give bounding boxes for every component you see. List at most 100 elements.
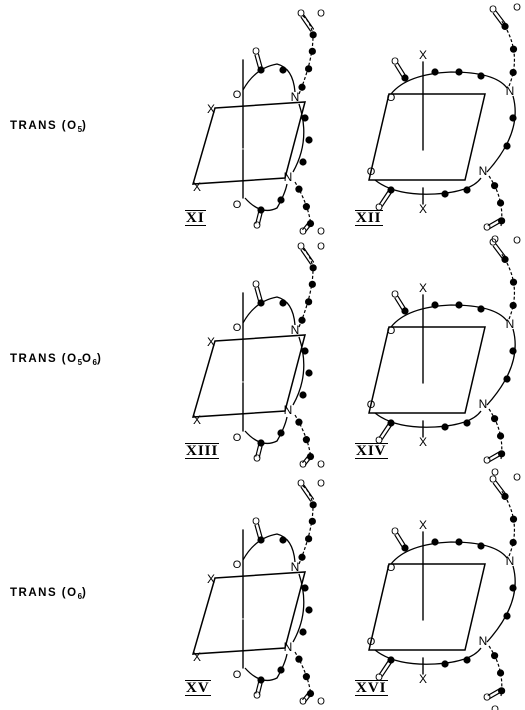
carbon-atom-dot — [509, 584, 517, 592]
carbon-atom-dot — [302, 436, 310, 444]
row-label-trans-o5: TRANS (O5) — [10, 120, 87, 134]
carbon-atom-dot — [387, 656, 395, 664]
carbonyl-bond — [258, 209, 264, 225]
carbonyl-oxygen-label: O — [489, 5, 497, 16]
carbon-atom-dot — [441, 423, 449, 431]
ligand-x-label: X — [419, 281, 427, 295]
carbon-atom-dot — [509, 68, 517, 77]
carbonyl-bond — [495, 10, 508, 26]
structure-numeral: XII — [355, 210, 383, 226]
row-label-text: TRANS (O — [10, 353, 78, 365]
carbonyl-bond — [255, 678, 260, 694]
carbon-atom-dot — [401, 74, 409, 82]
carbonyl-oxygen-label: O — [297, 9, 305, 20]
oxygen-label: O — [387, 92, 396, 104]
carbonyl-oxygen-label: O — [489, 475, 497, 486]
carbon-atom-dot — [308, 517, 316, 525]
carbonyl-bond — [305, 455, 314, 466]
carbonyl-oxygen-label: O — [489, 238, 497, 249]
carbon-atom-dot — [305, 535, 313, 543]
carbon-atom-dot — [503, 142, 511, 150]
carbonyl-bond — [492, 245, 505, 261]
structure-numeral: XIII — [185, 443, 220, 459]
chain-line — [298, 485, 314, 565]
carbonyl-bond — [394, 534, 405, 550]
nitrogen-label: N — [291, 323, 300, 337]
oxygen-label: O — [233, 89, 242, 101]
chain-line — [390, 541, 508, 565]
carbon-atom-dot — [279, 66, 287, 74]
carbon-atom-dot — [387, 419, 395, 427]
carbon-atom-dot — [305, 369, 313, 377]
carboxyl-oxygen-label: O — [513, 236, 521, 247]
carbonyl-oxygen-label: O — [375, 673, 383, 684]
carbonyl-bond — [302, 453, 311, 463]
carboxyl-oxygen-label: O — [491, 235, 499, 246]
equatorial-plane — [368, 563, 486, 651]
nitrogen-label: N — [291, 560, 300, 574]
carbon-atom-dot — [431, 68, 439, 76]
carbonyl-bond — [300, 16, 312, 32]
carbonyl-oxygen-label: O — [252, 280, 260, 291]
ligand-x-label: X — [193, 650, 201, 664]
carbon-atom-dot — [401, 307, 409, 315]
carbon-atom-dot — [308, 280, 316, 288]
chain-line — [298, 15, 314, 95]
ligand-x-label: X — [207, 102, 215, 116]
nitrogen-label: N — [506, 317, 515, 331]
chain-line — [242, 533, 296, 563]
carbonyl-bond — [378, 421, 391, 438]
carbonyl-bond — [257, 523, 264, 541]
carbonyl-oxygen-label: O — [299, 227, 307, 238]
chain-line — [244, 183, 288, 212]
nitrogen-label: N — [479, 634, 488, 648]
nitrogen-label: N — [291, 90, 300, 104]
carbon-atom-dot — [509, 278, 518, 286]
carbonyl-oxygen-label: O — [252, 47, 260, 58]
nitrogen-label: N — [506, 554, 515, 568]
carbon-atom-dot — [299, 628, 307, 636]
chain-line — [500, 489, 515, 557]
equatorial-plane — [191, 571, 306, 655]
carbonyl-bond — [489, 690, 503, 699]
carbon-atom-dot — [509, 45, 518, 53]
carbonyl-oxygen-label: O — [253, 221, 261, 232]
equatorial-plane — [368, 326, 486, 414]
carbonyl-bond — [300, 249, 312, 265]
ligand-x-label: X — [419, 202, 427, 216]
carbonyl-bond — [487, 217, 501, 226]
carbonyl-oxygen-label: O — [297, 479, 305, 490]
chain-line — [298, 248, 314, 328]
carbonyl-bond — [487, 450, 501, 459]
carbonyl-bond — [258, 442, 264, 458]
carbon-atom-dot — [305, 298, 313, 306]
oxygen-label: O — [233, 322, 242, 334]
carbon-atom-dot — [496, 432, 505, 440]
carbonyl-oxygen-label: O — [483, 223, 491, 234]
carbon-atom-dot — [477, 542, 485, 550]
row-label-subscript: 6 — [77, 592, 83, 601]
carboxyl-oxygen-label: O — [317, 227, 325, 238]
carbonyl-oxygen-label: O — [375, 203, 383, 214]
carbon-atom-dot — [431, 538, 439, 546]
carbonyl-bond — [489, 453, 503, 462]
carbon-atom-dot — [496, 669, 505, 677]
carboxyl-oxygen-label: O — [491, 468, 499, 479]
carbonyl-oxygen-label: O — [391, 290, 399, 301]
carbon-atom-dot — [301, 584, 309, 592]
oxygen-label: O — [367, 636, 376, 648]
nitrogen-label: N — [284, 170, 293, 184]
carbonyl-bond — [303, 14, 315, 30]
carbonyl-bond — [397, 532, 408, 548]
carbon-atom-dot — [455, 68, 463, 76]
row-label-subscript: 6 — [92, 358, 97, 367]
row-label-close: ) — [96, 353, 103, 365]
carbon-atom-dot — [477, 72, 485, 80]
row-label-subscript: 5 — [77, 125, 83, 134]
